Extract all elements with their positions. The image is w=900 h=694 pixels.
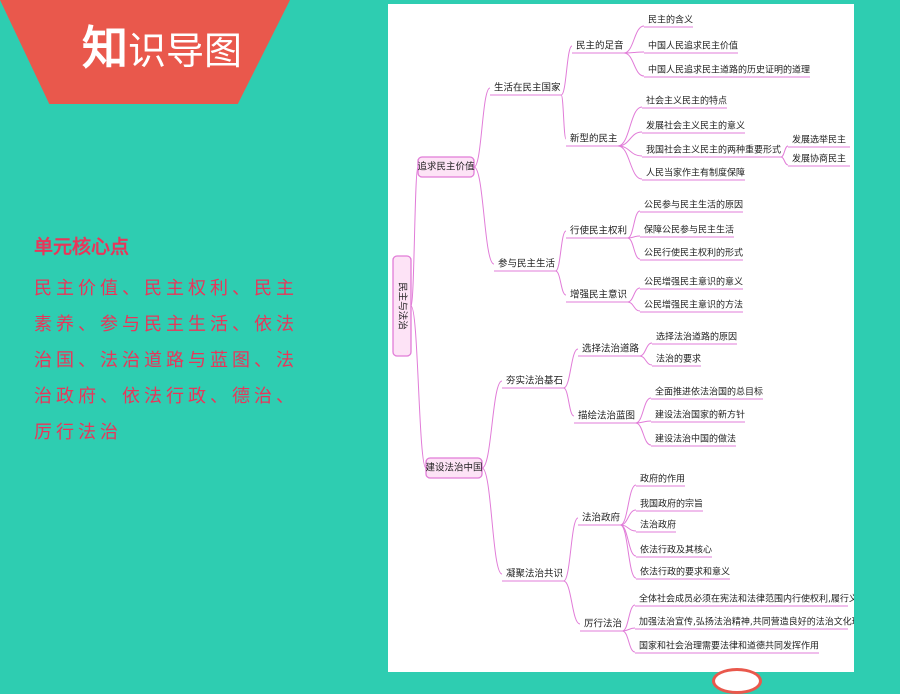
link-subtopic-1-1-1-2 [622, 630, 636, 653]
subtopic-1-1-1: 厉行法治 [584, 618, 622, 630]
branch-1-label: 建设法治中国 [425, 462, 482, 474]
link-subtopic-0-1-1-1 [627, 301, 641, 312]
title-banner [0, 0, 290, 104]
leaf-0-0-0-2: 中国人民追求民主道路的历史证明的道理 [648, 64, 810, 76]
mindmap-panel: 民主与法治 追求民主价值 生活在民主国家 民主的足音 民主的含义中国人民追求民主价值中国… [388, 4, 854, 672]
link-branch-0-0 [473, 87, 491, 168]
leaf-1-1-1-2: 国家和社会治理需要法律和道德共同发挥作用 [639, 640, 819, 652]
link-branch-0-1 [473, 166, 495, 265]
link-subtopic-0-1-0-0 [627, 210, 641, 239]
leaf-1-0-1-0: 全面推进依法治国的总目标 [655, 386, 763, 398]
link-subtopic-0-1-1-0 [627, 287, 641, 303]
leaf-1-1-0-1: 我国政府的宗旨 [640, 498, 703, 510]
link-subtopic-1-1-0-0 [620, 484, 637, 526]
leaf-0-1-1-1: 公民增强民主意识的方法 [644, 299, 743, 311]
leaf-1-0-1-2: 建设法治中国的做法 [655, 433, 736, 445]
core-points-text: 民主价值、民主权利、民主素养、参与民主生活、依法治国、法治道路与蓝图、法治政府、… [34, 278, 298, 443]
link-root-0 [410, 166, 419, 307]
leaf-0-1-0-2: 公民行使民主权利的形式 [644, 247, 743, 259]
leaf-1-1-1-1: 加强法治宣传,弘扬法治精神,共同营造良好的法治文化环境 [639, 616, 854, 628]
link-topic-1-0-0 [563, 348, 579, 389]
leaf-1-1-0-3: 依法行政及其核心 [640, 544, 712, 556]
leaf-0-0-1-2: 我国社会主义民主的两种重要形式 [646, 144, 781, 156]
corner-decoration [712, 668, 762, 694]
link-leaf-0-0-1-2-1 [780, 156, 789, 166]
link-root-1 [410, 305, 427, 469]
leaf-0-1-0-1: 保障公民参与民主生活 [644, 224, 734, 236]
link-topic-1-1-0 [563, 517, 579, 582]
leaf-0-0-1-0: 社会主义民主的特点 [646, 95, 727, 107]
core-points-panel: 单元核心点 民主价值、民主权利、民主素养、参与民主生活、依法治国、法治道路与蓝图… [34, 232, 314, 451]
subtopic-1-1-0: 法治政府 [582, 512, 621, 524]
link-subtopic-1-0-0-1 [639, 355, 653, 366]
leaf-1-1-0-0: 政府的作用 [640, 473, 685, 485]
page-title-rest: 识导图 [128, 29, 243, 73]
leaf-0-0-1-3: 人民当家作主有制度保障 [646, 167, 745, 179]
subleaf-0-0-1-2-1: 发展协商民主 [792, 153, 846, 165]
link-topic-0-0-1 [560, 94, 567, 140]
branch-1: 建设法治中国 [425, 457, 483, 479]
leaf-0-0-0-0: 民主的含义 [648, 14, 693, 26]
leaf-1-1-0-2: 法治政府 [640, 519, 676, 531]
subleaf-0-0-1-2-0: 发展选举民主 [792, 134, 846, 146]
link-subtopic-0-0-1-3 [617, 145, 643, 180]
link-topic-0-1-0 [555, 230, 567, 272]
subtopic-0-1-1: 增强民主意识 [570, 289, 627, 301]
link-subtopic-1-0-1-2 [635, 422, 652, 446]
subtopic-0-1-0: 行使民主权利 [570, 225, 627, 237]
link-topic-1-1-1 [563, 580, 581, 625]
leaf-0-1-0-0: 公民参与民主生活的原因 [644, 199, 743, 211]
link-subtopic-0-0-0-2 [623, 52, 645, 77]
branch-0: 追求民主价值 [417, 156, 475, 178]
link-subtopic-1-1-1-0 [622, 604, 636, 632]
leaf-1-1-0-4: 依法行政的要求和意义 [640, 566, 730, 578]
subtopic-1-0-1: 描绘法治蓝图 [578, 410, 635, 422]
link-subtopic-1-0-0-0 [639, 342, 653, 357]
link-subtopic-0-0-1-1 [617, 131, 643, 147]
link-branch-1-1 [481, 467, 503, 575]
leaf-1-0-1-1: 建设法治国家的新方针 [655, 409, 745, 421]
leaf-1-0-0-0: 选择法治道路的原因 [656, 331, 737, 343]
leaf-0-1-1-0: 公民增强民主意识的意义 [644, 276, 743, 288]
link-topic-0-1-1 [555, 270, 567, 296]
topic-0-0: 生活在民主国家 [494, 82, 561, 94]
core-points-heading: 单元核心点 [34, 236, 130, 258]
link-topic-0-0-0 [560, 45, 573, 96]
topic-1-1: 凝聚法治共识 [506, 568, 563, 580]
subtopic-1-0-0: 选择法治道路 [582, 343, 640, 355]
link-subtopic-0-0-1-0 [617, 106, 643, 147]
mindmap-diagram: 民主与法治 追求民主价值 生活在民主国家 民主的足音 民主的含义中国人民追求民主价值中国… [392, 14, 854, 654]
topic-1-0: 夯实法治基石 [506, 375, 563, 387]
subtopic-0-0-0: 民主的足音 [576, 40, 624, 52]
link-leaf-0-0-1-2-0 [780, 145, 789, 158]
page-title-first-char: 知 [82, 21, 128, 75]
link-subtopic-1-0-1-0 [635, 397, 652, 424]
page-title: 知识导图 [82, 18, 242, 89]
branch-0-label: 追求民主价值 [417, 161, 475, 173]
link-subtopic-0-0-0-0 [623, 25, 645, 54]
link-subtopic-0-1-0-2 [627, 237, 641, 260]
leaf-0-0-0-1: 中国人民追求民主价值 [648, 40, 738, 52]
leaf-1-0-0-1: 法治的要求 [656, 353, 701, 365]
leaf-1-1-1-0: 全体社会成员必须在宪法和法律范围内行使权利,履行义务 [639, 593, 854, 605]
link-branch-1-0 [481, 380, 503, 469]
link-subtopic-1-1-0-4 [619, 524, 637, 579]
topic-0-1: 参与民主生活 [498, 258, 556, 270]
leaf-0-0-1-1: 发展社会主义民主的意义 [646, 120, 745, 132]
link-topic-1-0-1 [563, 387, 575, 417]
subtopic-0-0-1: 新型的民主 [570, 133, 618, 145]
link-subtopic-1-1-0-1 [620, 509, 637, 526]
mindmap-root: 民主与法治 [397, 282, 409, 330]
